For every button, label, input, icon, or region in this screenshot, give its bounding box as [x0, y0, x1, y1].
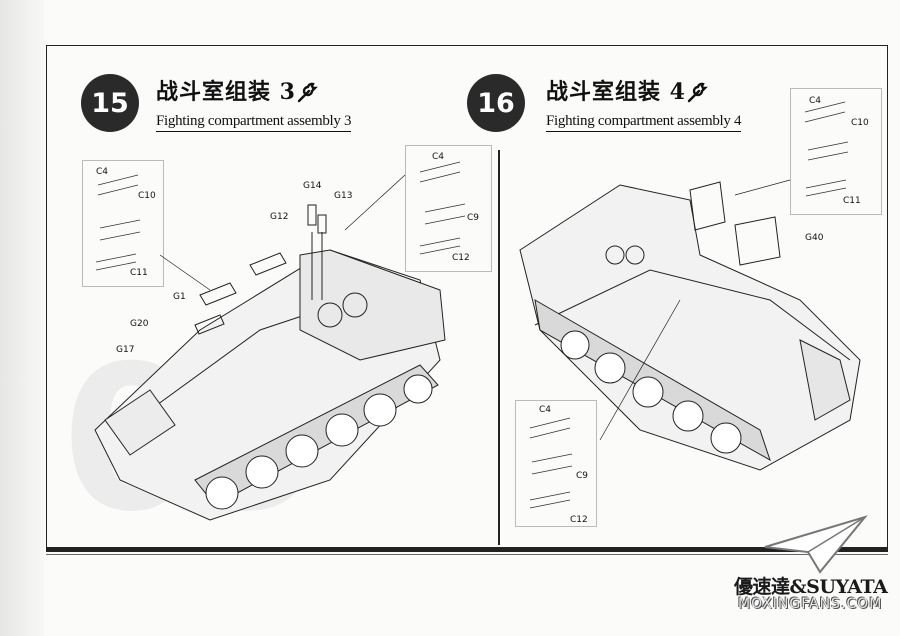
callout-parts: [95, 101, 849, 509]
leader-lines: [159, 174, 791, 441]
road-wheels-step15: [205, 374, 433, 510]
part-label-g13: G13: [334, 191, 353, 201]
brand-name: 優速達&SUYATA: [734, 576, 888, 598]
part-label-g14: G14: [303, 181, 322, 191]
footer-line: [46, 554, 888, 555]
part-label-c10: C10: [138, 191, 156, 201]
wrench-icon: [687, 82, 708, 103]
callout-box-c4-c10-c11-step16: [790, 88, 882, 215]
step-16-badge: 16: [467, 74, 525, 132]
callout-box-c4-c10-c11-step15: [82, 160, 164, 287]
part-label-c4: C4: [539, 405, 552, 415]
part-label-g17: G17: [116, 345, 135, 355]
part-label-g40: G40: [805, 233, 824, 243]
part-label-c12: C12: [570, 515, 588, 525]
part-label-c9: C9: [467, 213, 480, 223]
callout-box-c4-c9-c12-step15: [405, 145, 492, 272]
step-15-title-cn: 战斗室组装 3: [156, 79, 296, 105]
part-label-c4: C4: [809, 96, 822, 106]
tank-step16-drawing: [519, 181, 861, 471]
part-label-c11: C11: [130, 268, 148, 278]
road-wheels-step16: [560, 330, 742, 454]
step-16-title-en: Fighting compartment assembly 4: [546, 113, 742, 132]
part-label-g12: G12: [270, 212, 289, 222]
footer-bar: [46, 547, 888, 552]
step-15-badge: 15: [81, 74, 139, 132]
brand-logo-icon: [764, 515, 868, 574]
scan-shadow: [0, 0, 44, 636]
page-frame: [46, 45, 888, 548]
callout-box-c4-c9-c12-step16: [515, 400, 597, 527]
step-divider: [498, 150, 500, 545]
part-label-g20: G20: [130, 319, 149, 329]
part-label-c12: C12: [452, 253, 470, 263]
wrench-icon: [297, 82, 318, 103]
part-label-c10: C10: [851, 118, 869, 128]
part-label-c4: C4: [432, 152, 445, 162]
part-label-c9: C9: [576, 471, 589, 481]
step-16-title-cn: 战斗室组装 4: [546, 79, 686, 105]
part-label-g1: G1: [173, 292, 186, 302]
part-label-c11: C11: [843, 196, 861, 206]
part-label-c4: C4: [96, 167, 109, 177]
step-15-title-en: Fighting compartment assembly 3: [156, 113, 352, 132]
tank-step15-drawing: [94, 204, 446, 521]
brand-site: MOXINGFANS.COM: [738, 596, 883, 612]
